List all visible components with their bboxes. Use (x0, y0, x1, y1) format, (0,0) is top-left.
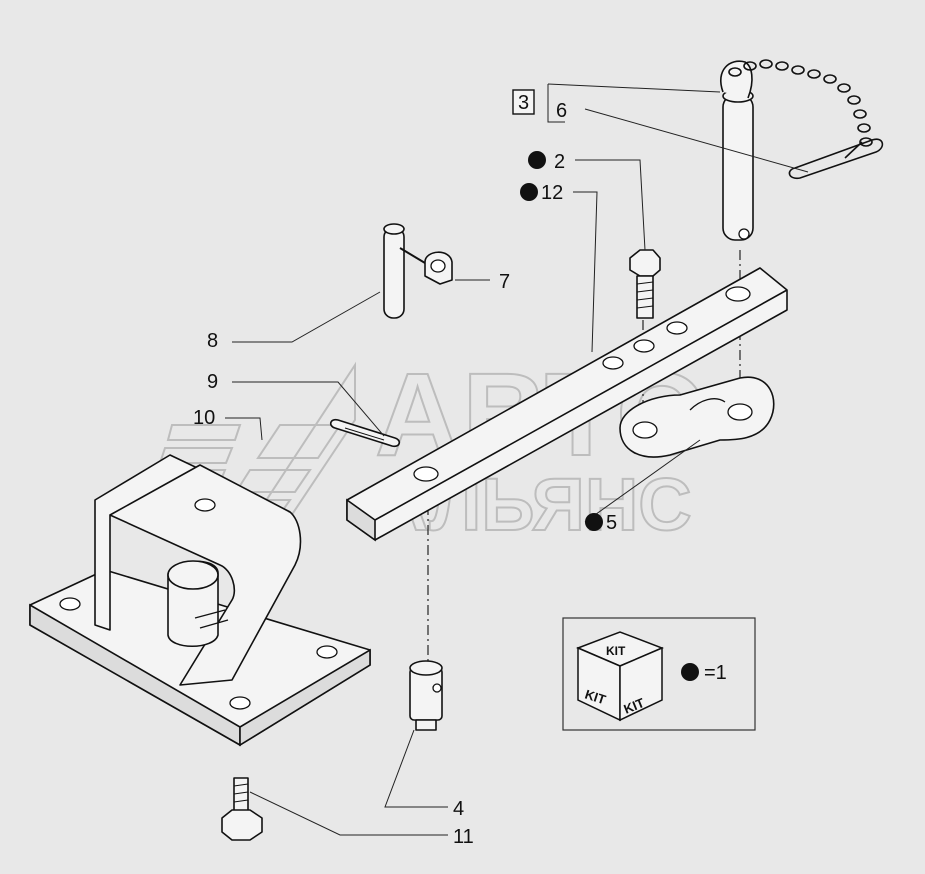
bolt-item-11 (221, 777, 263, 841)
callout-12-dot (520, 183, 538, 201)
link-plate-item-5 (619, 376, 775, 458)
callout-9-label: 9 (207, 371, 218, 393)
leader-lines (225, 83, 809, 836)
kit-legend-equals: =1 (704, 662, 727, 684)
hitch-bracket (29, 454, 371, 747)
callout-3-label: 3 (518, 92, 529, 114)
kit-legend-dot (681, 663, 699, 681)
callout-2-label: 2 (554, 151, 565, 173)
kit-legend: KIT KIT KIT =1 (562, 617, 756, 731)
callout-7-label: 7 (499, 271, 510, 293)
kit-cube-left-label: KIT (583, 687, 608, 708)
callout-2-dot (528, 151, 546, 169)
callout-3: 3 (512, 89, 535, 115)
callout-5-label: 5 (606, 512, 617, 534)
bolt-item-2 (629, 249, 661, 319)
kit-cube-icon: KIT KIT KIT (576, 631, 664, 722)
kit-cube-right-label: KIT (622, 695, 647, 717)
pin-item-8 (383, 223, 405, 319)
spring-pin-item-9 (329, 418, 401, 448)
callout-6-label: 6 (556, 100, 567, 122)
flat-bar-item-12 (346, 267, 788, 542)
kit-cube-top-label: KIT (606, 644, 626, 658)
callout-8-label: 8 (207, 330, 218, 352)
callout-5-dot (585, 513, 603, 531)
callout-4-label: 4 (453, 798, 464, 820)
callout-12-label: 12 (541, 182, 563, 204)
clip-item-7 (399, 247, 453, 285)
callout-10-label: 10 (193, 407, 215, 429)
bushing-item-4 (409, 660, 443, 731)
callout-11-label: 11 (453, 826, 474, 848)
chain-pin-assembly (720, 59, 884, 241)
